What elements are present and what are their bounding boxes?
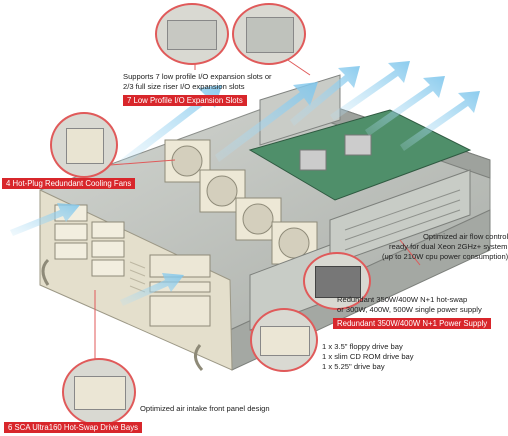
expansion-bracket-zoom xyxy=(232,3,306,65)
air-intake-description: Optimized air intake front panel design xyxy=(140,404,270,413)
drive-bays-description: 1 x 3.5" floppy drive bay 1 x slim CD RO… xyxy=(322,342,414,372)
airflow-control-description: Optimized air flow control ready for dua… xyxy=(382,232,508,262)
fan-zoom xyxy=(50,112,118,178)
hot-swap-drive-bays xyxy=(54,204,211,327)
airflow-line-1: Optimized air flow control xyxy=(422,232,508,241)
drive-bays-line-1: 1 x 3.5" floppy drive bay xyxy=(322,342,403,351)
power-supply-zoom xyxy=(303,252,371,310)
expansion-description: Supports 7 low profile I/O expansion slo… xyxy=(123,72,272,92)
power-supply-description: Redundant 350W/400W N+1 hot-swap or 300W… xyxy=(337,295,482,315)
cooling-fans-label: 4 Hot-Plug Redundant Cooling Fans xyxy=(2,178,136,189)
expansion-line-2: 2/3 full size riser I/O expansion slots xyxy=(123,82,245,91)
expansion-slots-label: 7 Low Profile I/O Expansion Slots xyxy=(123,95,247,106)
hot-swap-drive-bays-label: 6 SCA Ultra160 Hot-Swap Drive Bays xyxy=(4,422,142,433)
expansion-line-1: Supports 7 low profile I/O expansion slo… xyxy=(123,72,272,81)
power-supply-label: Redundant 350W/400W N+1 Power Supply xyxy=(333,318,492,329)
expansion-slots-zoom xyxy=(155,3,229,65)
airflow-line-2: ready for dual Xeon 2GHz+ system xyxy=(389,242,508,251)
airflow-line-3: (up to 210W cpu power consumption) xyxy=(382,252,508,261)
power-line-1: Redundant 350W/400W N+1 hot-swap xyxy=(337,295,468,304)
hot-swap-bay-zoom xyxy=(62,358,136,426)
power-line-2: or 300W, 400W, 500W single power supply xyxy=(337,305,482,314)
drive-bays-zoom xyxy=(250,308,318,372)
drive-bays-line-3: 1 x 5.25" drive bay xyxy=(322,362,385,371)
airflow-arrows xyxy=(10,61,480,306)
drive-bays-line-2: 1 x slim CD ROM drive bay xyxy=(322,352,414,361)
